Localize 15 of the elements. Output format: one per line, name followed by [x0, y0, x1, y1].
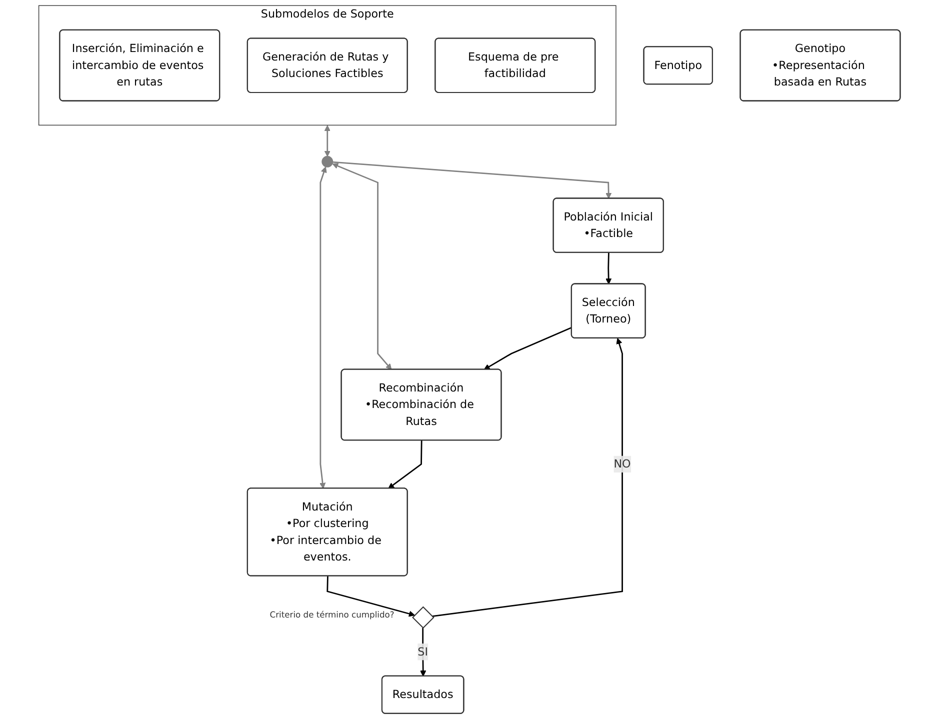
arrow — [320, 166, 327, 489]
node-diamond — [412, 606, 434, 629]
node-label: Criterio de término cumplido? — [270, 610, 394, 620]
node-circle — [322, 156, 334, 168]
edge-label: NO — [614, 457, 631, 470]
arrow — [326, 576, 415, 617]
edge-label: SI — [418, 644, 428, 658]
arrow — [388, 440, 422, 489]
arrow — [324, 125, 330, 157]
arrow — [432, 338, 623, 617]
cluster — [38, 5, 616, 126]
arrow — [332, 161, 612, 199]
arrow — [332, 163, 392, 370]
arrow — [606, 252, 612, 284]
arrow — [484, 326, 572, 370]
